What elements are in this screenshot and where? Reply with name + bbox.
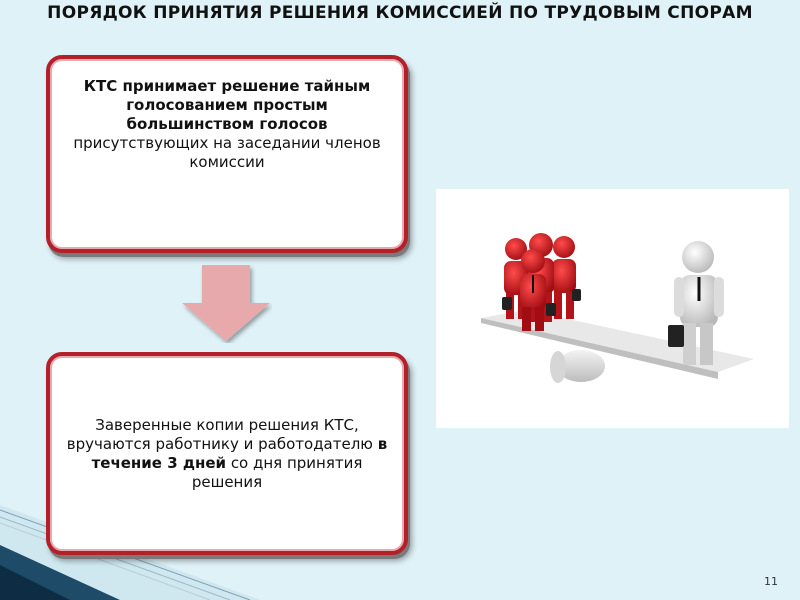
decision-text: КТС принимает решение тайным голосование… <box>72 77 382 172</box>
copies-text: Заверенные копии решения КТС, вручаются … <box>65 416 390 492</box>
slide-title: ПОРЯДОК ПРИНЯТИЯ РЕШЕНИЯ КОМИССИЕЙ ПО ТР… <box>47 3 753 23</box>
seesaw-drawing <box>481 233 754 383</box>
seesaw-figures-illustration <box>436 189 789 428</box>
decision-bold-text: КТС принимает решение тайным голосование… <box>83 76 371 133</box>
copies-bold-text: в течение 3 дней <box>91 434 388 472</box>
page-number: 11 <box>764 575 778 588</box>
copies-text-before: Заверенные копии решения КТС, вручаются … <box>66 415 373 453</box>
decision-box: КТС принимает решение тайным голосование… <box>46 55 408 253</box>
down-arrow-icon <box>182 265 270 341</box>
copies-box: Заверенные копии решения КТС, вручаются … <box>46 352 408 555</box>
copies-text-after: со дня принятия решения <box>191 453 363 491</box>
decision-plain-text: присутствующих на заседании членов комис… <box>73 133 381 171</box>
